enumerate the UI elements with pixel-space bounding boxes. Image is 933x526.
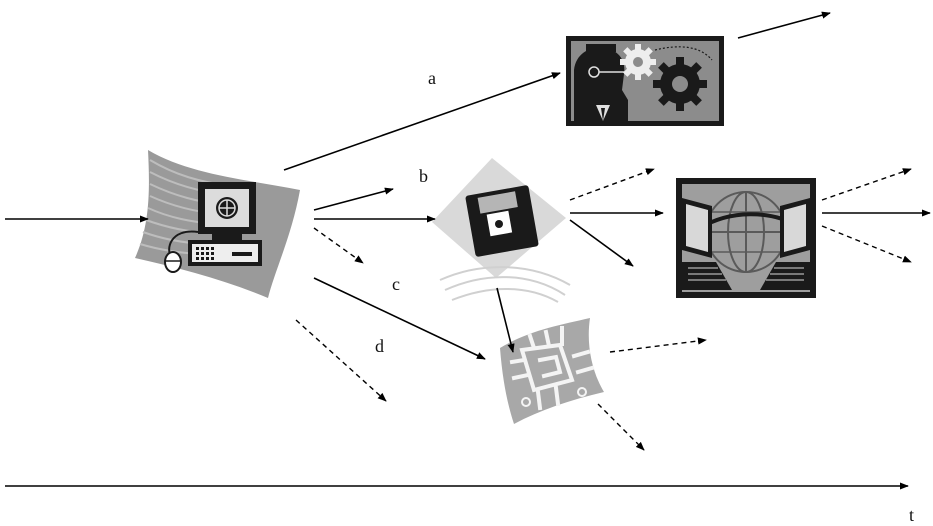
label-c: c [392, 274, 400, 294]
dashed-arrows [295, 168, 912, 451]
label-b: b [419, 166, 428, 186]
chip-dashed-down [597, 403, 645, 451]
arrow-d [295, 319, 387, 402]
computer-icon [135, 150, 300, 298]
floppy-to-chip-arrow [496, 287, 515, 353]
label-t: t [909, 505, 914, 525]
solid-arrows [5, 11, 931, 490]
circuit-chip-icon [500, 318, 604, 424]
arrow-b-dashed [313, 227, 364, 264]
floppy-down-arrow [569, 219, 634, 267]
arrow-b-upper [313, 187, 394, 211]
person-gears-icon [566, 36, 724, 126]
label-d: d [375, 336, 384, 356]
gears-out-arrow [737, 11, 831, 39]
arrow-a [283, 72, 561, 171]
network-dashed-down [821, 225, 912, 263]
arrow-c [313, 277, 486, 360]
label-a: a [428, 68, 436, 88]
network-dashed-up [821, 168, 912, 201]
floppy-disk-icon [432, 158, 571, 303]
chip-dashed-right [609, 337, 707, 353]
networked-laptops-icon [676, 178, 816, 298]
floppy-dashed-up [569, 168, 655, 201]
